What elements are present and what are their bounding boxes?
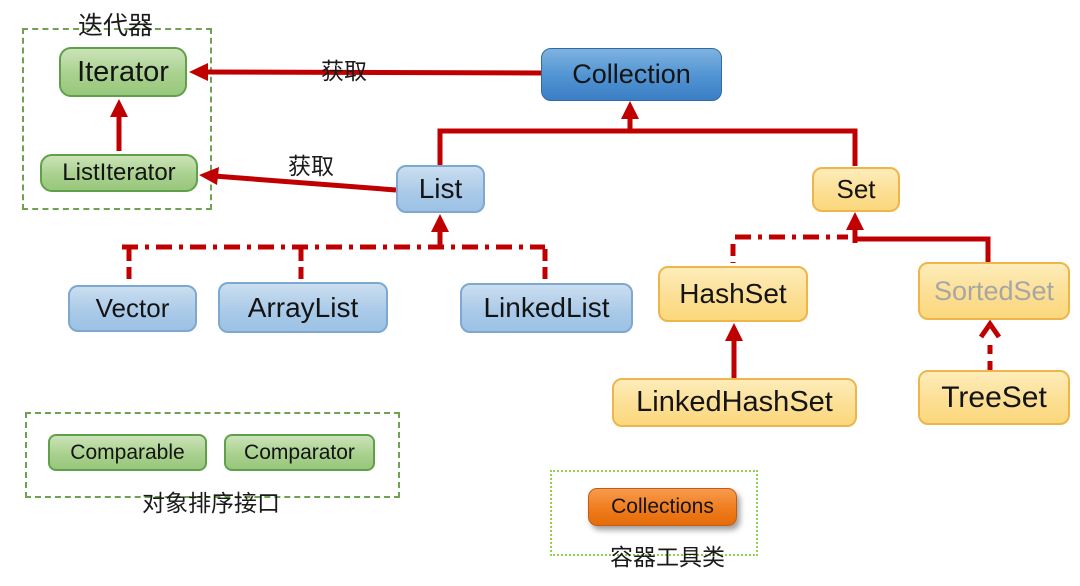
iterator-group-label: 迭代器 xyxy=(78,13,154,40)
iterator-group-frame xyxy=(22,28,212,210)
node-set: Set xyxy=(812,167,900,212)
sorting-group-label: 对象排序接口 xyxy=(142,491,280,516)
node-iterator: Iterator xyxy=(59,47,187,97)
node-vector: Vector xyxy=(68,285,197,332)
edge-list-implementations xyxy=(122,214,548,283)
node-linkedlist: LinkedList xyxy=(460,283,633,333)
utility-group-label: 容器工具类 xyxy=(610,545,725,570)
edge-label-collection-get: 获取 xyxy=(321,59,367,84)
node-comparable: Comparable xyxy=(48,434,207,471)
node-listiterator: ListIterator xyxy=(40,154,198,192)
sorting-group-frame xyxy=(25,412,400,498)
edge-treeset-to-sortedset xyxy=(978,319,1002,370)
edge-linkedhashset-to-hashset xyxy=(725,323,743,378)
node-hashset: HashSet xyxy=(658,266,808,322)
node-sortedset: SortedSet xyxy=(918,262,1070,320)
node-arraylist: ArrayList xyxy=(218,282,388,333)
edge-collection-tree xyxy=(437,101,858,166)
edge-label-list-get: 获取 xyxy=(288,154,334,179)
node-list: List xyxy=(396,165,485,213)
utility-group-frame xyxy=(550,470,758,556)
node-collection: Collection xyxy=(541,48,722,101)
edge-set-implementations xyxy=(730,212,991,263)
node-collections: Collections xyxy=(588,488,737,526)
node-linkedhashset: LinkedHashSet xyxy=(612,378,857,427)
node-comparator: Comparator xyxy=(224,434,375,471)
node-treeset: TreeSet xyxy=(918,370,1070,425)
